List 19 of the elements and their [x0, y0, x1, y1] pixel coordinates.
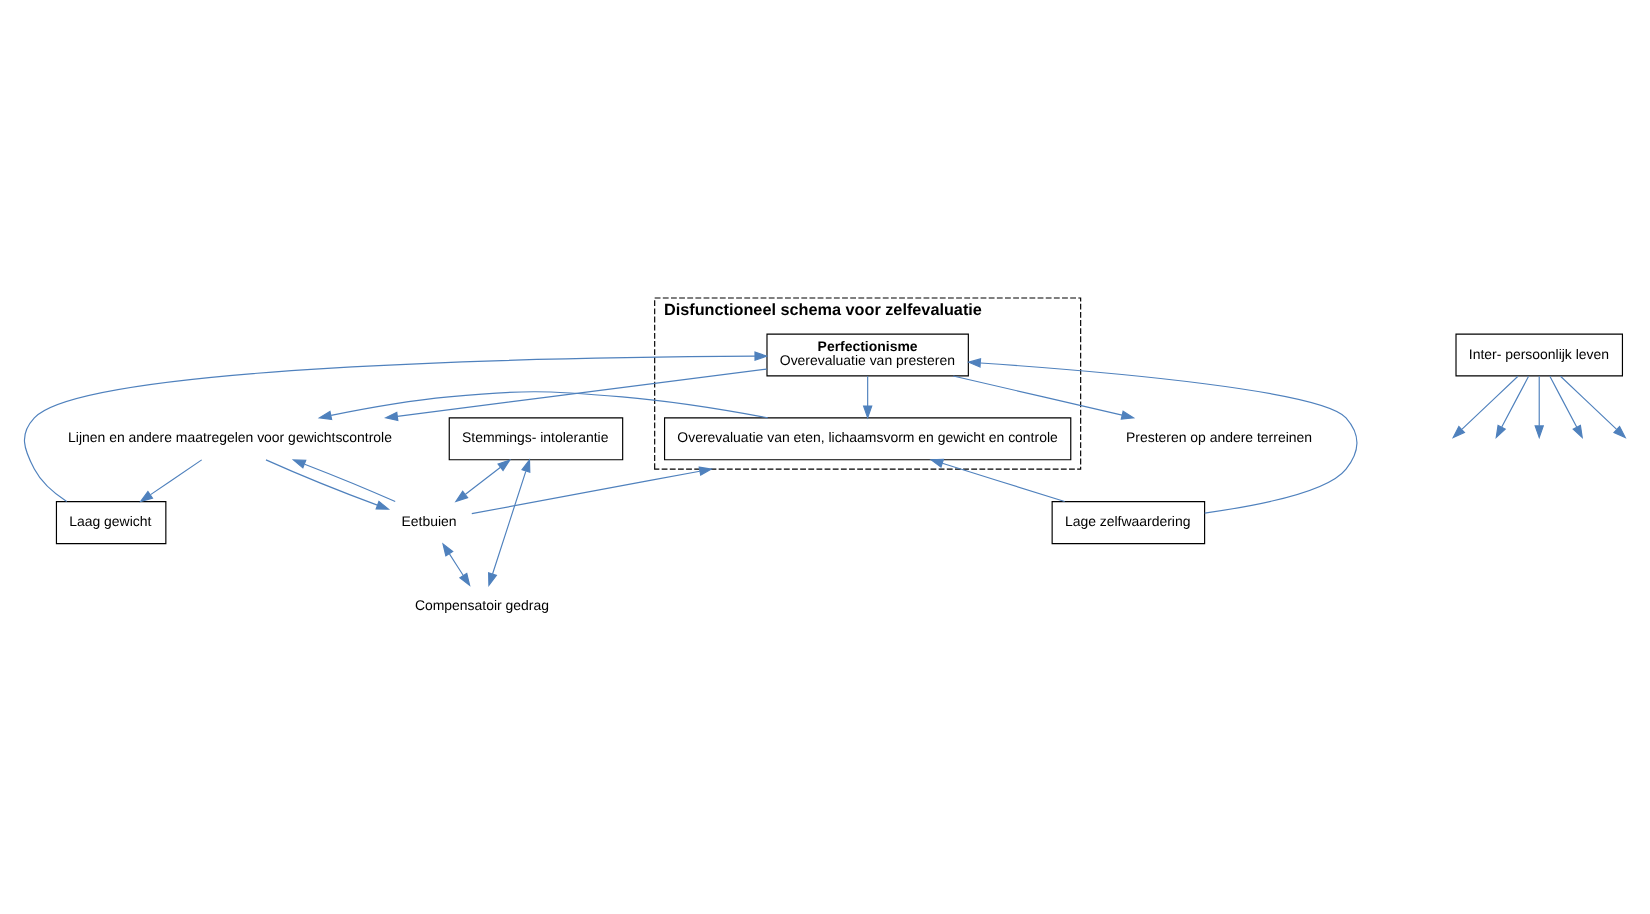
arrow — [952, 374, 1136, 419]
arrow — [1559, 374, 1627, 438]
arrow — [139, 458, 203, 502]
arrow — [384, 367, 768, 421]
arrow — [442, 541, 471, 586]
arrow — [265, 458, 391, 509]
arrow — [1495, 374, 1530, 439]
arrow — [1451, 374, 1519, 438]
arrow — [1549, 374, 1584, 439]
arrow — [488, 457, 531, 586]
arrow — [454, 458, 512, 502]
arrow — [471, 465, 714, 514]
arrow — [23, 350, 769, 501]
arrow — [317, 390, 769, 420]
arrow — [1534, 374, 1545, 439]
arrow — [929, 457, 1066, 502]
arrow — [862, 374, 873, 419]
arrow — [966, 357, 1358, 513]
arrow — [291, 458, 396, 502]
